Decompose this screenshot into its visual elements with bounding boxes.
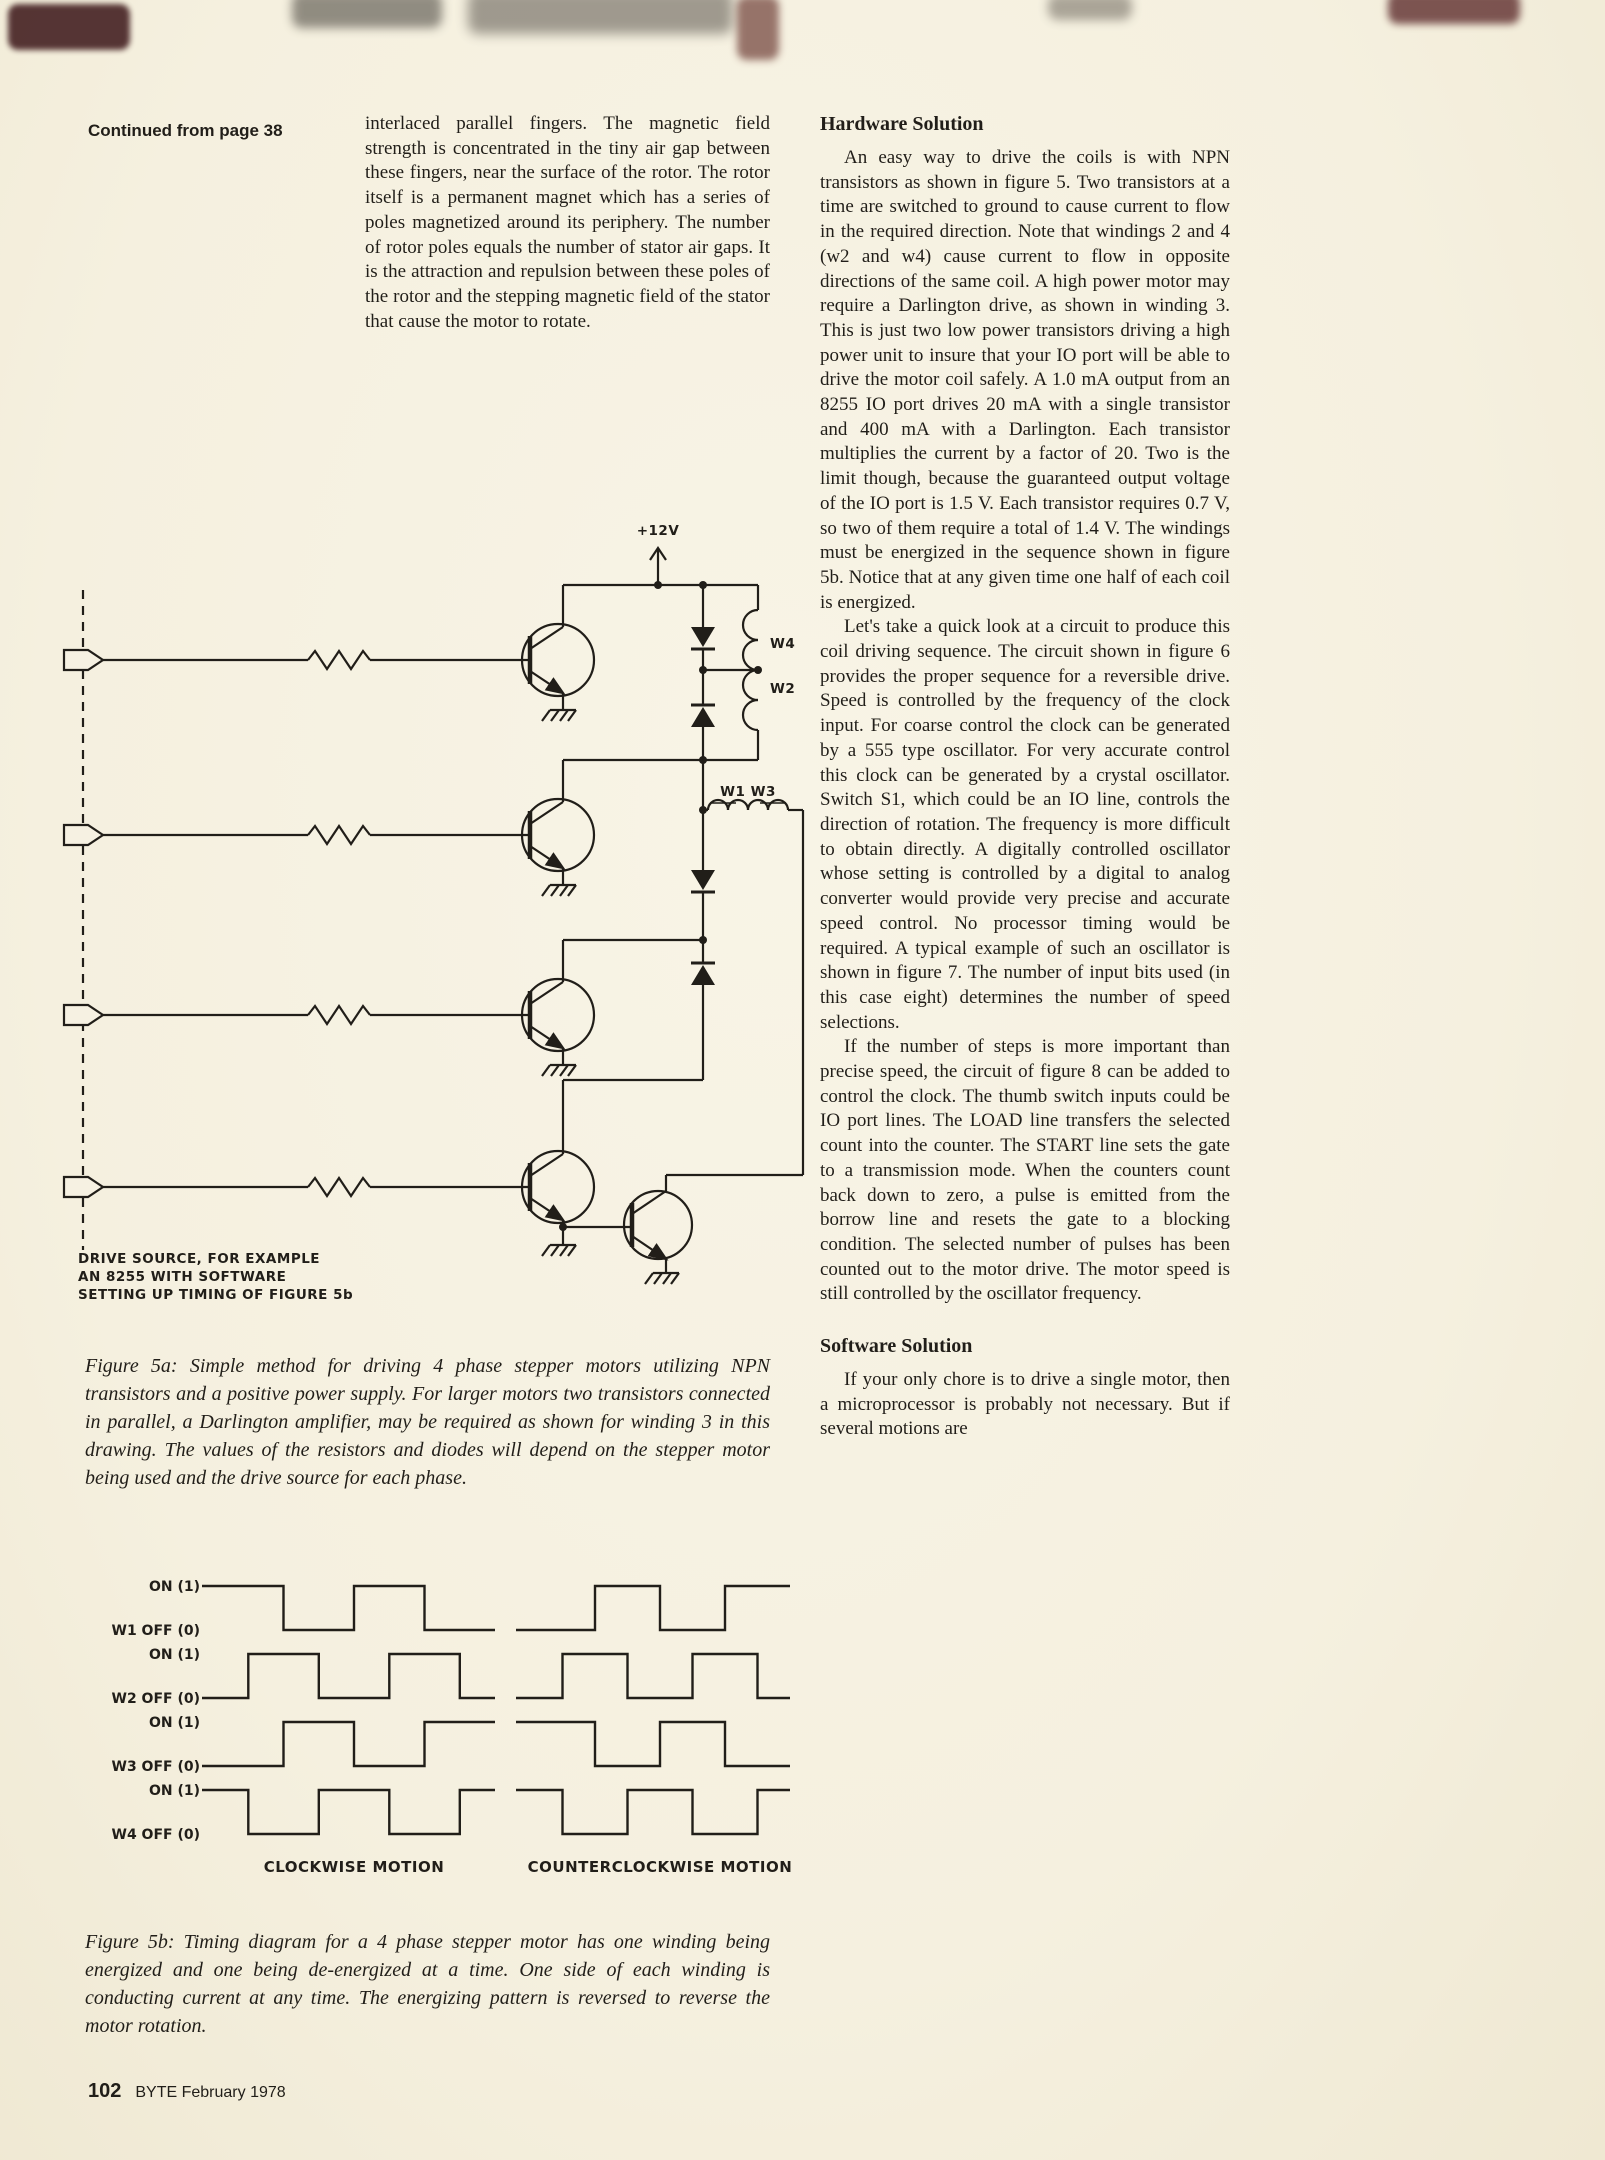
waveform-w4 [516,1788,790,1836]
motor-winding-w4-w2-coil [741,585,760,760]
junction-dot [699,756,707,764]
resistor [307,649,371,671]
figure-5b-caption: Figure 5b: Timing diagram for a 4 phase … [85,1931,770,2037]
waveform-w3 [202,1720,495,1768]
hardware-paragraph: An easy way to drive the coils is with N… [820,147,1230,613]
npn-transistor [520,797,596,873]
timing-labels: ON (1) W1 OFF (0) ON (1) W2 OFF (0) ON (… [112,1579,793,1876]
resistor [307,824,371,846]
winding-off-label: W2 OFF (0) [112,1691,201,1707]
ground-symbol [541,708,577,722]
collector-emitter-wiring [561,583,803,1273]
junction-dot [699,666,707,674]
magazine-name: BYTE February 1978 [135,2084,286,2101]
drive-source-note-line1: DRIVE SOURCE, FOR EXAMPLE [78,1251,320,1267]
waveform-w2 [516,1652,790,1700]
counterclockwise-motion-label: COUNTERCLOCKWISE MOTION [528,1858,793,1876]
figure-5b-timing-diagram: ON (1) W1 OFF (0) ON (1) W2 OFF (0) ON (… [112,1579,793,1876]
base-drive-wiring [103,649,530,1198]
main-column: Hardware Solution An easy way to drive t… [820,112,1230,1442]
junction-dot [654,581,662,589]
junction-dot [559,1223,567,1231]
winding-w1w3-label: W1 W3 [720,784,776,800]
intro-paragraph: interlaced parallel fingers. The magneti… [365,113,770,332]
junction-dot [699,806,707,814]
input-terminal [62,1003,105,1027]
scan-artifact [468,0,733,34]
junction-dot [699,936,707,944]
motor-winding-w1-w3-coil [706,798,805,1175]
scan-artifact [1048,0,1132,20]
waveform-w2 [202,1652,495,1700]
intro-column: interlaced parallel fingers. The magneti… [365,112,770,334]
clockwise-motion-label: CLOCKWISE MOTION [264,1858,445,1876]
software-paragraph: If your only chore is to drive a single … [820,1369,1230,1440]
ground-symbol [541,1063,577,1077]
hardware-solution-heading: Hardware Solution [820,113,984,135]
winding-off-label: W3 OFF (0) [112,1759,201,1775]
scan-artifact [737,0,779,60]
junction-dot [754,666,762,674]
waveform-w1 [516,1584,790,1632]
ground-symbol [541,883,577,897]
ground-symbols [541,708,680,1285]
scan-artifact [1388,0,1520,24]
scan-artifact [8,4,130,50]
page-footer: 102 BYTE February 1978 [88,2080,286,2103]
drive-source-note-line3: SETTING UP TIMING OF FIGURE 5b [78,1287,353,1303]
diode [691,965,715,985]
on-level-label: ON (1) [149,1579,200,1595]
ground-symbol [541,1243,577,1257]
hardware-paragraph: Let's take a quick look at a circuit to … [820,616,1230,1033]
drive-source-note-line2: AN 8255 WITH SOFTWARE [78,1269,286,1285]
flyback-diode-column [691,585,758,1080]
supply-voltage-label: +12V [637,523,680,539]
scan-artifact [292,0,442,28]
continued-from-note: Continued from page 38 [88,121,283,140]
on-level-label: ON (1) [149,1647,200,1663]
winding-w4-label: W4 [770,636,795,652]
ground-symbol [644,1271,680,1285]
resistor [307,1176,371,1198]
winding-off-label: W4 OFF (0) [112,1827,201,1843]
npn-transistor [520,1149,596,1225]
diode [691,870,715,890]
npn-transistor [520,622,596,698]
winding-w2-label: W2 [770,681,795,697]
supply-stub [649,546,667,585]
npn-transistor [520,977,596,1053]
input-terminals [62,648,105,1199]
diode [691,707,715,727]
waveform-w3 [516,1720,790,1768]
resistor [307,1004,371,1026]
diodes-and-junctions [559,581,762,1231]
timing-waveforms [202,1584,790,1836]
waveform-w4 [202,1788,495,1836]
hardware-paragraph: If the number of steps is more important… [820,1036,1230,1305]
on-level-label: ON (1) [149,1783,200,1799]
figure-5a-schematic: +12V W4 W2 W1 W3 DRIVE SOURCE, FOR EXAMP… [62,523,805,1303]
software-solution-heading: Software Solution [820,1335,973,1358]
on-level-label: ON (1) [149,1715,200,1731]
winding-off-label: W1 OFF (0) [112,1623,201,1639]
figure-5a-caption: Figure 5a: Simple method for driving 4 p… [85,1355,770,1489]
diode [691,627,715,647]
input-terminal [62,1175,105,1199]
page-number: 102 [88,2080,122,2102]
junction-dot [699,581,707,589]
input-terminal [62,823,105,847]
input-terminal [62,648,105,672]
waveform-w1 [202,1584,495,1632]
npn-transistors [520,622,694,1261]
